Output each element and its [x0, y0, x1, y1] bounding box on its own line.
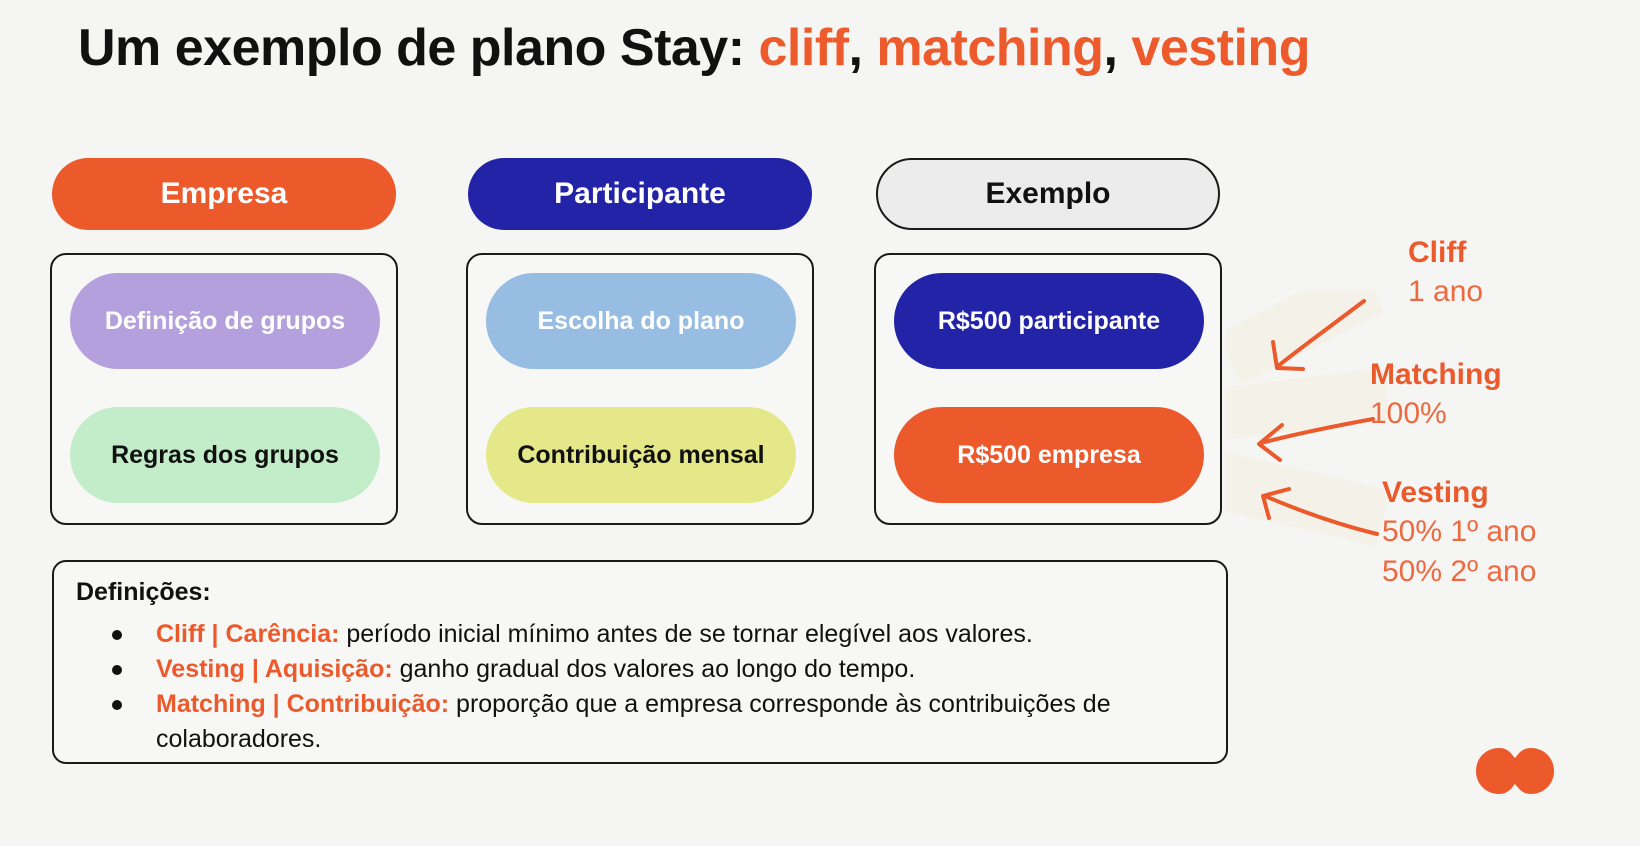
item-valor-empresa: R$500 empresa [894, 407, 1204, 503]
column-box-empresa: Definição de grupos Regras dos grupos [50, 253, 398, 525]
page-title-accent-vesting: vesting [1131, 19, 1310, 77]
arrow-matching-icon [1257, 417, 1375, 462]
annotation-cliff-title: Cliff [1408, 236, 1467, 269]
bullet-icon [112, 630, 122, 640]
definitions-heading: Definições: [76, 578, 211, 606]
item-valor-empresa-label: R$500 empresa [957, 440, 1141, 469]
annotation-vesting-title: Vesting [1382, 476, 1489, 509]
definitions-panel: Definições: Cliff | Carência: período in… [52, 560, 1228, 764]
item-definicao-de-grupos: Definição de grupos [70, 273, 380, 369]
page-title-separator-2: , [1103, 19, 1132, 77]
column-header-exemplo-label: Exemplo [985, 177, 1111, 210]
definition-item-matching-term: Matching | Contribuição: [156, 690, 450, 718]
item-escolha-do-plano-label: Escolha do plano [537, 306, 745, 335]
page-title: Um exemplo de plano Stay: cliff, matchin… [78, 14, 1310, 82]
definition-item-vesting-term: Vesting | Aquisição: [156, 655, 393, 683]
logo-svg [1476, 748, 1554, 794]
column-header-participante-label: Participante [554, 177, 726, 210]
page-title-prefix: Um exemplo de plano Stay: [78, 19, 759, 77]
annotation-matching-title: Matching [1370, 358, 1502, 391]
definitions-list: Cliff | Carência: período inicial mínimo… [76, 617, 1204, 757]
column-header-exemplo: Exemplo [876, 158, 1220, 230]
item-definicao-de-grupos-label: Definição de grupos [104, 306, 346, 335]
item-contribuicao-mensal: Contribuição mensal [486, 407, 796, 503]
annotation-vesting: Vesting 50% 1º ano 50% 2º ano [1382, 474, 1536, 592]
annotation-cliff: Cliff 1 ano [1408, 234, 1483, 312]
item-escolha-do-plano: Escolha do plano [486, 273, 796, 369]
annotation-cliff-value: 1 ano [1408, 275, 1484, 308]
item-valor-participante-label: R$500 participante [937, 306, 1161, 335]
column-header-empresa-label: Empresa [160, 177, 288, 210]
page-title-separator-1: , [848, 19, 877, 77]
annotation-vesting-value-year1: 50% 1º ano [1382, 515, 1537, 548]
bullet-icon [112, 665, 122, 675]
arrow-cliff-icon [1271, 299, 1366, 371]
column-header-participante: Participante [468, 158, 812, 230]
definition-item-cliff-term: Cliff | Carência: [156, 620, 340, 648]
definition-item-cliff-text: período inicial mínimo antes de se torna… [339, 620, 1033, 648]
definition-item-matching-text: proporção que a empresa corresponde às c… [156, 690, 1111, 753]
item-regras-dos-grupos-label: Regras dos grupos [111, 440, 339, 469]
stay-peanut-logo-icon [1476, 748, 1554, 794]
item-contribuicao-mensal-label: Contribuição mensal [517, 440, 765, 469]
column-box-exemplo: R$500 participante R$500 empresa [874, 253, 1222, 525]
definition-item-matching: Matching | Contribuição: proporção que a… [76, 687, 1204, 757]
column-box-participante: Escolha do plano Contribuição mensal [466, 253, 814, 525]
bullet-icon [112, 700, 122, 710]
item-regras-dos-grupos: Regras dos grupos [70, 407, 380, 503]
page-title-accent-matching: matching [876, 19, 1104, 77]
page-title-accent-cliff: cliff [758, 19, 849, 77]
arrow-vesting-icon [1261, 487, 1379, 536]
definition-item-vesting: Vesting | Aquisição: ganho gradual dos v… [76, 652, 1204, 687]
item-valor-participante: R$500 participante [894, 273, 1204, 369]
column-header-empresa: Empresa [52, 158, 396, 230]
definition-item-cliff: Cliff | Carência: período inicial mínimo… [76, 617, 1204, 652]
annotation-matching-value: 100% [1370, 397, 1447, 430]
annotation-matching: Matching 100% [1370, 356, 1502, 434]
highlight-bands [1211, 262, 1390, 546]
annotation-vesting-value-year2: 50% 2º ano [1382, 555, 1537, 588]
definition-item-vesting-text: ganho gradual dos valores ao longo do te… [392, 655, 916, 683]
